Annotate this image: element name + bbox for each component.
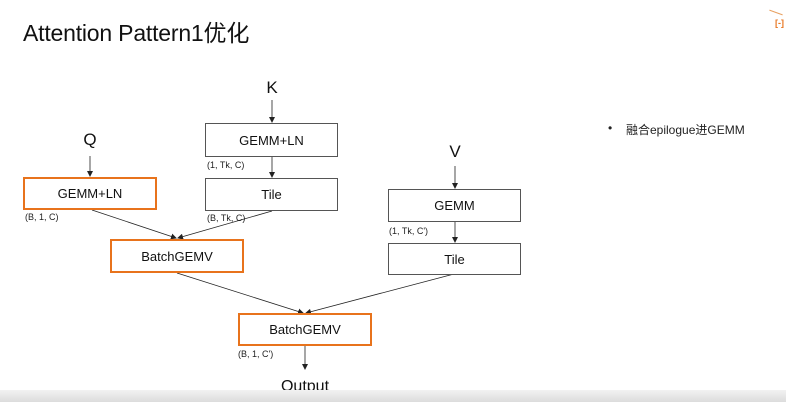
shape-label-v-gemm: (1, Tk, C') <box>389 226 429 236</box>
input-k-label: K <box>266 78 278 97</box>
k-gemm-ln-node: GEMM+LN <box>205 123 338 157</box>
batchgemv-node-1: BatchGEMV <box>110 239 244 273</box>
shape-label-k-tile: (B, Tk, C) <box>207 213 246 223</box>
slide-title: Attention Pattern1优化 <box>23 20 250 46</box>
edge-v-tile-to-batchgemv <box>305 273 455 315</box>
input-v-label: V <box>449 142 461 161</box>
edge-q-gemm-ln-to-batchgemv <box>91 209 177 240</box>
batchgemv-node-2: BatchGEMV <box>238 313 372 346</box>
shape-label-batchgemv-2: (B, 1, C') <box>238 349 274 359</box>
bullet-icon: • <box>608 121 613 135</box>
company-logo: [-] <box>769 8 786 34</box>
v-tile-node: Tile <box>388 243 521 275</box>
edge-batchgemv-to-batchgemv <box>176 272 304 315</box>
shape-label-q-gemm-ln: (B, 1, C) <box>25 212 59 222</box>
bottom-bar <box>0 390 786 402</box>
v-gemm-node: GEMM <box>388 189 521 222</box>
edge-k-tile-to-batchgemv <box>177 210 273 240</box>
note-item: • 融合epilogue进GEMM <box>608 121 745 138</box>
input-q-label: Q <box>83 130 97 149</box>
k-tile-node: Tile <box>205 178 338 211</box>
notes-list: • 融合epilogue进GEMM <box>608 121 745 138</box>
note-text: 融合epilogue进GEMM <box>626 123 745 137</box>
shape-label-k-gemm-ln: (1, Tk, C) <box>207 160 245 170</box>
q-gemm-ln-node: GEMM+LN <box>23 177 157 210</box>
logo-icon: [-] <box>775 18 784 28</box>
